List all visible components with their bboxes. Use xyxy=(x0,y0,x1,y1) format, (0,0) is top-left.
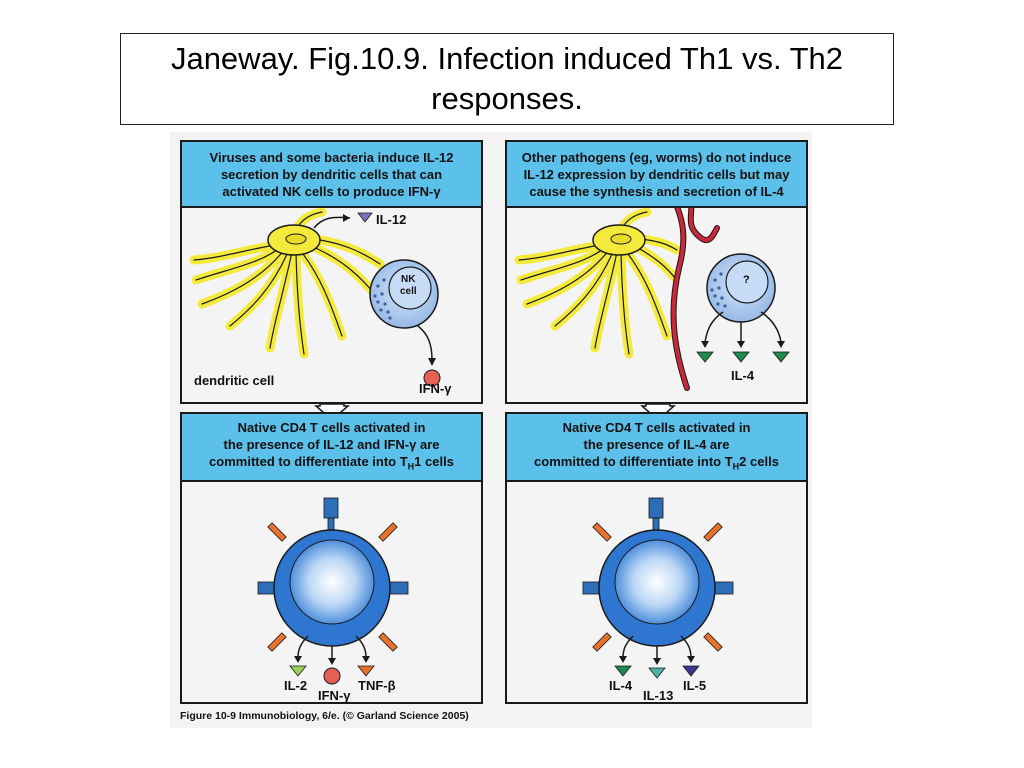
tnf-beta-triangle-icon xyxy=(357,665,375,677)
il12-label: IL-12 xyxy=(376,212,407,227)
il5-triangle-icon xyxy=(682,665,700,677)
tnf-beta-label: TNF-β xyxy=(358,678,396,693)
il5-label: IL-5 xyxy=(683,678,707,693)
il4-triangle-icon xyxy=(772,351,790,363)
th1-header-line1: Native CD4 T cells activated in xyxy=(237,419,426,435)
panel-body-il4: ? IL-4 xyxy=(507,208,806,402)
nk-label-line1: NK xyxy=(401,274,416,285)
il2-label: IL-2 xyxy=(284,678,308,693)
unknown-cell xyxy=(706,253,776,323)
il4-triangle-icon xyxy=(732,351,750,363)
panel-body-th2: IL-4 IL-13 IL-5 xyxy=(507,482,806,703)
panel-body-th1: IL-2 IFN-γ TNF-β xyxy=(182,482,481,703)
panel-il4-worm: Other pathogens (eg, worms) do not induc… xyxy=(505,140,808,404)
ifn-gamma-label: IFN-γ xyxy=(318,688,351,703)
th1-header-line3: committed to differentiate into TH1 cell… xyxy=(209,453,454,472)
slide-title: Janeway. Fig.10.9. Infection induced Th1… xyxy=(120,33,894,125)
panel-il12-nk: Viruses and some bacteria induce IL-12 s… xyxy=(180,140,483,404)
il13-triangle-icon xyxy=(648,667,666,679)
panel-body-il12: IL-12 NK cell dendritic cell IFN-γ xyxy=(182,208,481,402)
th2-header-line3: committed to differentiate into TH2 cell… xyxy=(534,453,779,472)
il13-label: IL-13 xyxy=(643,688,674,703)
panel-header-th2: Native CD4 T cells activated in the pres… xyxy=(507,414,806,482)
panel-header-il4: Other pathogens (eg, worms) do not induc… xyxy=(507,142,806,208)
th2-header-line2: the presence of IL-4 are xyxy=(583,436,730,452)
unknown-cell-question: ? xyxy=(743,274,750,286)
il4-label: IL-4 xyxy=(731,368,755,383)
il4-triangle-icon xyxy=(614,665,632,677)
worm-icon xyxy=(670,208,720,391)
dendritic-worm-illustration xyxy=(514,208,790,391)
ifn-gamma-label: IFN-γ xyxy=(419,381,452,396)
th1-nucleus xyxy=(289,539,375,625)
il2-triangle-icon xyxy=(289,665,307,677)
th1-cell-illustration xyxy=(257,497,409,685)
il12-triangle-icon xyxy=(357,212,373,223)
th2-cell-illustration xyxy=(582,497,734,679)
th2-nucleus xyxy=(614,539,700,625)
il4-triangle-icon xyxy=(696,351,714,363)
dendritic-nk-illustration xyxy=(189,208,441,387)
nk-label-line2: cell xyxy=(400,286,417,297)
panel-th1: Native CD4 T cells activated in the pres… xyxy=(180,412,483,704)
panel-th2: Native CD4 T cells activated in the pres… xyxy=(505,412,808,704)
nk-cell xyxy=(369,259,439,329)
th1-header-line2: the presence of IL-12 and IFN-γ are xyxy=(223,436,440,452)
figure-10-9: Viruses and some bacteria induce IL-12 s… xyxy=(170,132,812,728)
ifn-gamma-icon xyxy=(423,369,441,387)
th2-header-line1: Native CD4 T cells activated in xyxy=(562,419,751,435)
figure-caption: Figure 10-9 Immunobiology, 6/e. (© Garla… xyxy=(180,710,469,722)
il4-label: IL-4 xyxy=(609,678,633,693)
panel-header-th1: Native CD4 T cells activated in the pres… xyxy=(182,414,481,482)
ifn-gamma-icon xyxy=(323,667,341,685)
panel-header-il12: Viruses and some bacteria induce IL-12 s… xyxy=(182,142,481,208)
dendritic-cell-label: dendritic cell xyxy=(194,373,275,388)
